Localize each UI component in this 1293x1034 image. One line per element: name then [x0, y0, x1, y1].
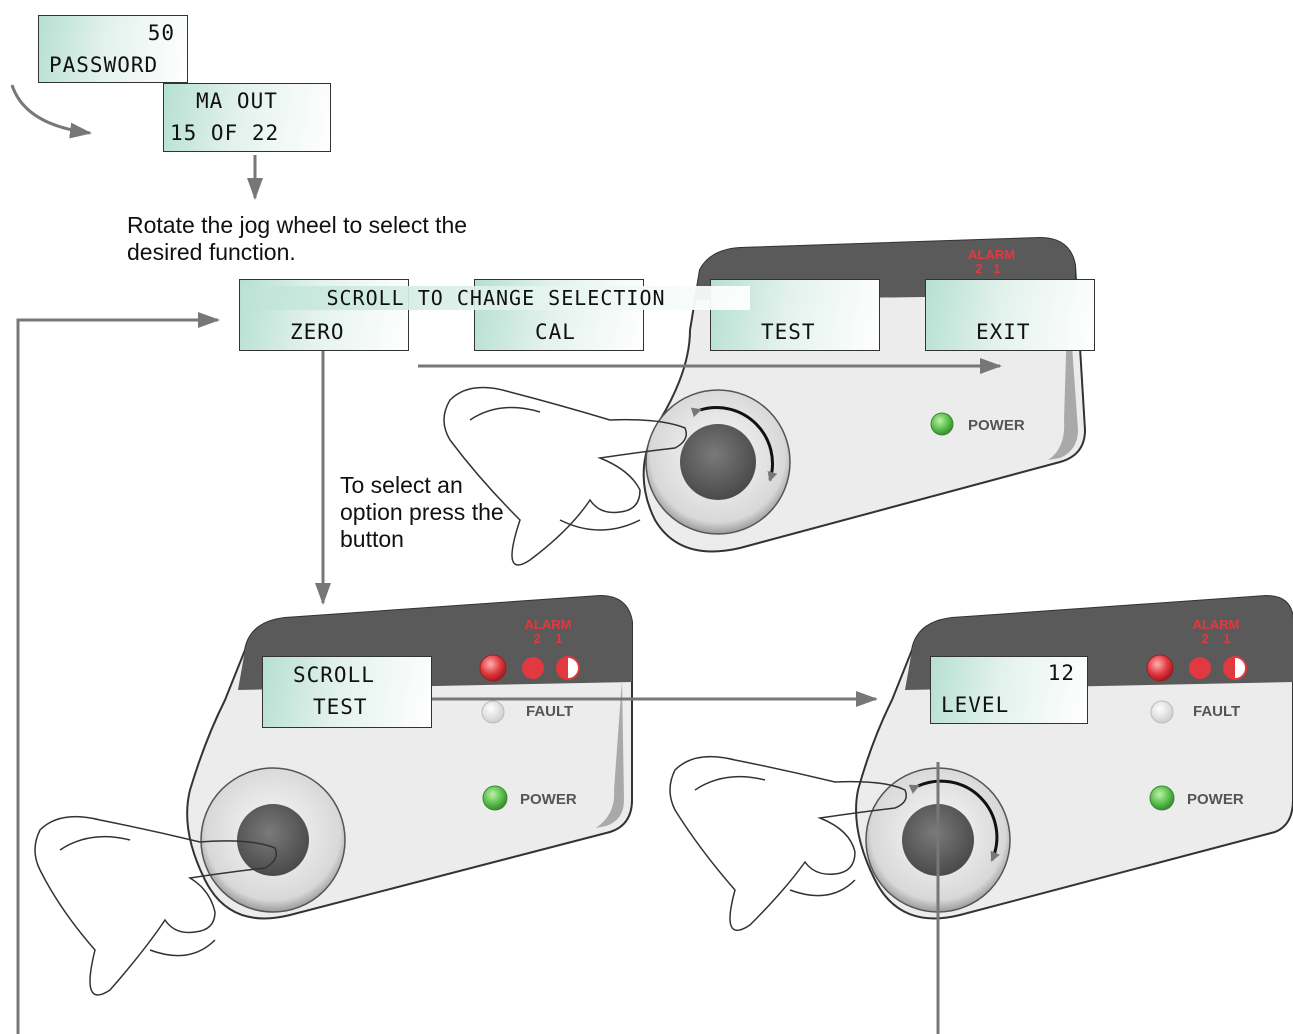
option-zero-label: ZERO — [290, 320, 345, 344]
test-alarm-label: ALARM 2 1 — [516, 618, 580, 646]
level-value: 12 — [1047, 661, 1075, 685]
top-power-label: POWER — [968, 417, 1025, 434]
level-alarm-label: ALARM 2 1 — [1184, 618, 1248, 646]
arrow-password-to-ma-out — [10, 84, 92, 139]
top-alarm-label: ALARM 2 1 — [968, 247, 1015, 276]
select-caption-line3: button — [340, 526, 404, 552]
option-exit[interactable]: EXIT — [925, 279, 1095, 351]
select-caption-line2: option press the — [340, 499, 504, 525]
top-alarm-title: ALARM — [968, 247, 1015, 262]
password-label: PASSWORD — [49, 53, 159, 77]
ma-out-line2: 15 OF 22 — [170, 121, 280, 145]
option-test-label: TEST — [761, 320, 816, 344]
test-alarm-2: 2 — [533, 631, 541, 646]
hand-top — [443, 386, 687, 566]
level-label: LEVEL — [941, 693, 1010, 717]
test-screen: SCROLL TEST — [262, 656, 432, 728]
hand-test — [34, 815, 277, 996]
top-alarm-2: 2 — [975, 261, 983, 276]
test-screen-line2: TEST — [313, 695, 368, 719]
level-alarm-title: ALARM — [1192, 617, 1240, 632]
level-alarm-2: 2 — [1201, 631, 1209, 646]
level-fault-label: FAULT — [1193, 703, 1241, 720]
test-alarm-title: ALARM — [524, 617, 572, 632]
top-alarm-numbers: 2 1 — [968, 262, 1008, 276]
test-screen-line1: SCROLL — [293, 663, 375, 687]
option-test[interactable]: TEST — [710, 279, 880, 351]
password-screen: 50 PASSWORD — [38, 15, 188, 83]
select-caption: To select an option press the button — [340, 472, 504, 553]
password-value: 50 — [147, 21, 175, 45]
ma-out-line1: MA OUT — [196, 89, 278, 113]
level-power-label: POWER — [1187, 791, 1244, 808]
level-alarm-1: 1 — [1223, 631, 1231, 646]
arrow-loop-back — [16, 312, 220, 1034]
ma-out-screen: MA OUT 15 OF 22 — [163, 83, 331, 152]
hand-level — [669, 755, 907, 931]
level-alarm-numbers: 2 1 — [1184, 632, 1248, 646]
test-power-label: POWER — [520, 791, 577, 808]
select-caption-line1: To select an — [340, 472, 463, 498]
test-alarm-1: 1 — [555, 631, 563, 646]
level-screen: 12 LEVEL — [930, 656, 1088, 724]
test-alarm-numbers: 2 1 — [516, 632, 580, 646]
top-alarm-1: 1 — [993, 261, 1001, 276]
option-exit-label: EXIT — [976, 320, 1031, 344]
scroll-banner: SCROLL TO CHANGE SELECTION — [242, 286, 750, 310]
rotate-caption-line2: desired function. — [127, 239, 296, 265]
rotate-caption: Rotate the jog wheel to select the desir… — [127, 212, 467, 266]
option-cal-label: CAL — [535, 320, 576, 344]
rotate-caption-line1: Rotate the jog wheel to select the — [127, 212, 468, 238]
test-fault-label: FAULT — [526, 703, 574, 720]
